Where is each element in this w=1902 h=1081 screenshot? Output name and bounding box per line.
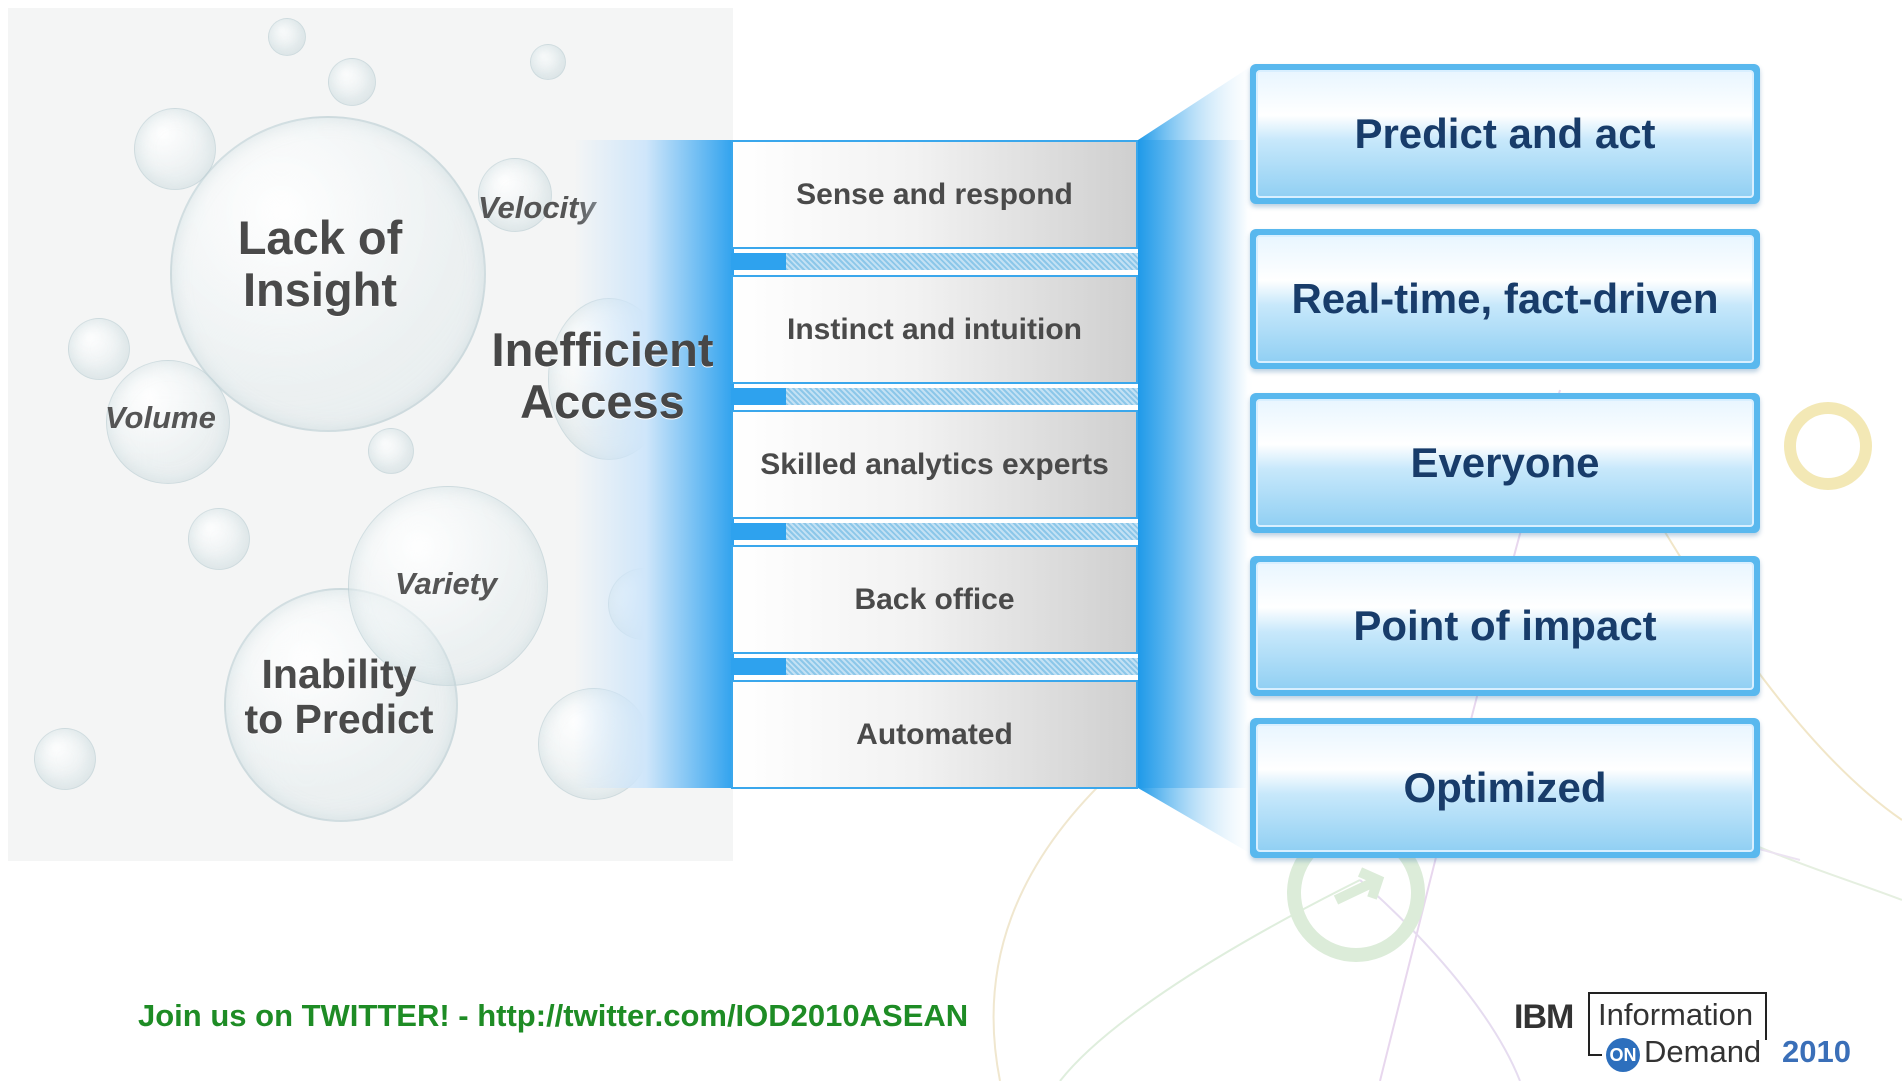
bubble-decoration	[530, 44, 566, 80]
logo-year: 2010	[1782, 1034, 1851, 1069]
stage-automated: Automated	[731, 680, 1138, 789]
outcome-label: Real-time, fact-driven	[1291, 275, 1719, 322]
stage-back-office: Back office	[731, 545, 1138, 654]
outcome-point-of-impact: Point of impact	[1250, 556, 1760, 696]
outcome-label: Everyone	[1410, 439, 1600, 486]
lack-of-insight-bubble	[170, 116, 486, 432]
inefficient-access-label: Inefficient Access	[491, 323, 714, 428]
connector	[731, 658, 786, 675]
connector	[786, 658, 1138, 675]
twitter-link[interactable]: Join us on TWITTER! - http://twitter.com…	[138, 998, 969, 1033]
lack-of-insight-label: Lack of Insight	[237, 211, 403, 316]
variety-label: Variety	[395, 566, 498, 601]
stage-sense-and-respond: Sense and respond	[731, 140, 1138, 249]
connector	[731, 523, 786, 540]
stage-label: Automated	[856, 717, 1013, 751]
logo-information: Information	[1598, 997, 1754, 1032]
funnel-connector	[1138, 65, 1253, 855]
outcome-real-time-fact-driven: Real-time, fact-driven	[1250, 229, 1760, 369]
bubble-decoration	[328, 58, 376, 106]
stage-instinct-and-intuition: Instinct and intuition	[731, 275, 1138, 384]
stage-label: Sense and respond	[796, 177, 1073, 211]
connector	[731, 253, 786, 270]
connector	[786, 523, 1138, 540]
connector	[786, 388, 1138, 405]
outcome-predict-and-act: Predict and act	[1250, 64, 1760, 204]
bubble-decoration	[134, 108, 216, 190]
outcome-everyone: Everyone	[1250, 393, 1760, 533]
logo-frame	[1588, 1054, 1602, 1056]
outcome-label: Point of impact	[1353, 602, 1657, 649]
logo-on-badge: ON	[1606, 1038, 1640, 1072]
logo-frame	[1588, 1036, 1590, 1056]
stage-label: Instinct and intuition	[787, 312, 1082, 346]
inability-to-predict-label: Inability to Predict	[244, 651, 434, 743]
bubble-decoration	[368, 428, 414, 474]
stage-label: Back office	[854, 582, 1015, 616]
logo-demand: Demand	[1644, 1034, 1762, 1069]
connector	[731, 388, 786, 405]
bubble-decoration	[34, 728, 96, 790]
outcome-label: Optimized	[1403, 764, 1607, 811]
logo-frame	[1588, 992, 1767, 1040]
connector	[786, 253, 1138, 270]
volume-label: Volume	[105, 400, 216, 435]
outcome-optimized: Optimized	[1250, 718, 1760, 858]
bubble-decoration	[348, 486, 548, 686]
logo-ibm: IBM	[1514, 998, 1574, 1036]
bubble-decoration	[68, 318, 130, 380]
bubble-decoration	[106, 360, 230, 484]
frame-left-band	[574, 140, 734, 788]
bubble-decoration	[188, 508, 250, 570]
stage-skilled-analytics-experts: Skilled analytics experts	[731, 410, 1138, 519]
outcome-label: Predict and act	[1354, 110, 1656, 157]
bubble-decoration	[478, 158, 552, 232]
stage-label: Skilled analytics experts	[760, 447, 1109, 481]
bubble-decoration	[268, 18, 306, 56]
ibm-information-on-demand-logo: IBM Information ON Demand 2010	[1514, 992, 1859, 1072]
